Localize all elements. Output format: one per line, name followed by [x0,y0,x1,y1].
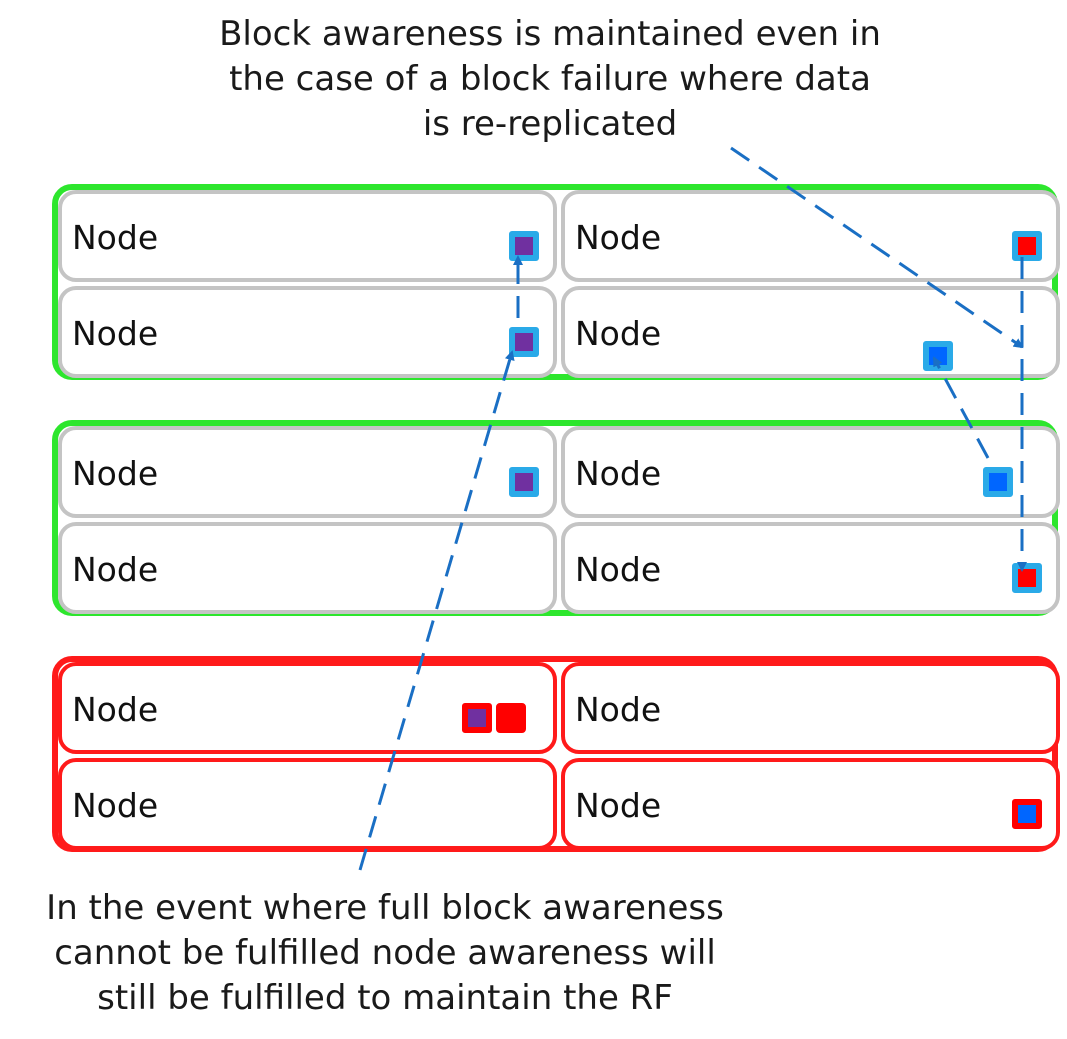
arrow-blue-replica-to-block-1 [932,356,990,459]
blue-data-square [1012,799,1042,829]
node-label: Node [575,314,662,353]
block-1: Node Node Node Node [52,184,1060,380]
node-label: Node [575,218,662,257]
node: Node [561,522,1060,614]
node: Node [561,286,1060,378]
caption-line: Block awareness is maintained even in [219,14,881,54]
red-data-square [496,703,526,733]
caption-node-awareness: In the event where full block awareness … [0,886,785,1021]
node: Node [58,758,557,850]
node-label: Node [72,314,159,353]
node-label: Node [72,454,159,493]
node-label: Node [72,550,159,589]
node-label: Node [575,550,662,589]
node: Node [561,190,1060,282]
purple-data-square [509,467,539,497]
caption-line: still be fulfilled to maintain the RF [97,978,673,1018]
block-2: Node Node Node Node [52,420,1060,616]
node-label: Node [575,786,662,825]
node: Node [58,286,557,378]
purple-data-square [509,231,539,261]
purple-data-square [462,703,492,733]
purple-data-square [509,327,539,357]
node-label: Node [72,690,159,729]
blue-data-square [983,467,1013,497]
caption-line: is re-replicated [422,104,678,144]
node-label: Node [575,690,662,729]
node: Node [561,426,1060,518]
node-label: Node [72,218,159,257]
node: Node [561,662,1060,754]
caption-block-awareness: Block awareness is maintained even in th… [150,12,950,147]
caption-line: the case of a block failure where data [229,59,871,99]
red-data-square [1012,231,1042,261]
block-3-failed: Node Node Node Node [52,656,1060,852]
node: Node [58,522,557,614]
node-label: Node [575,454,662,493]
caption-line: In the event where full block awareness [46,888,724,928]
node: Node [58,662,557,754]
node-label: Node [72,786,159,825]
node: Node [58,190,557,282]
arrow-rereplication-to-block-1 [730,146,1024,349]
caption-line: cannot be fulfilled node awareness will [54,933,716,973]
arrow-node-awareness [358,350,515,871]
node: Node [58,426,557,518]
node: Node [561,758,1060,850]
